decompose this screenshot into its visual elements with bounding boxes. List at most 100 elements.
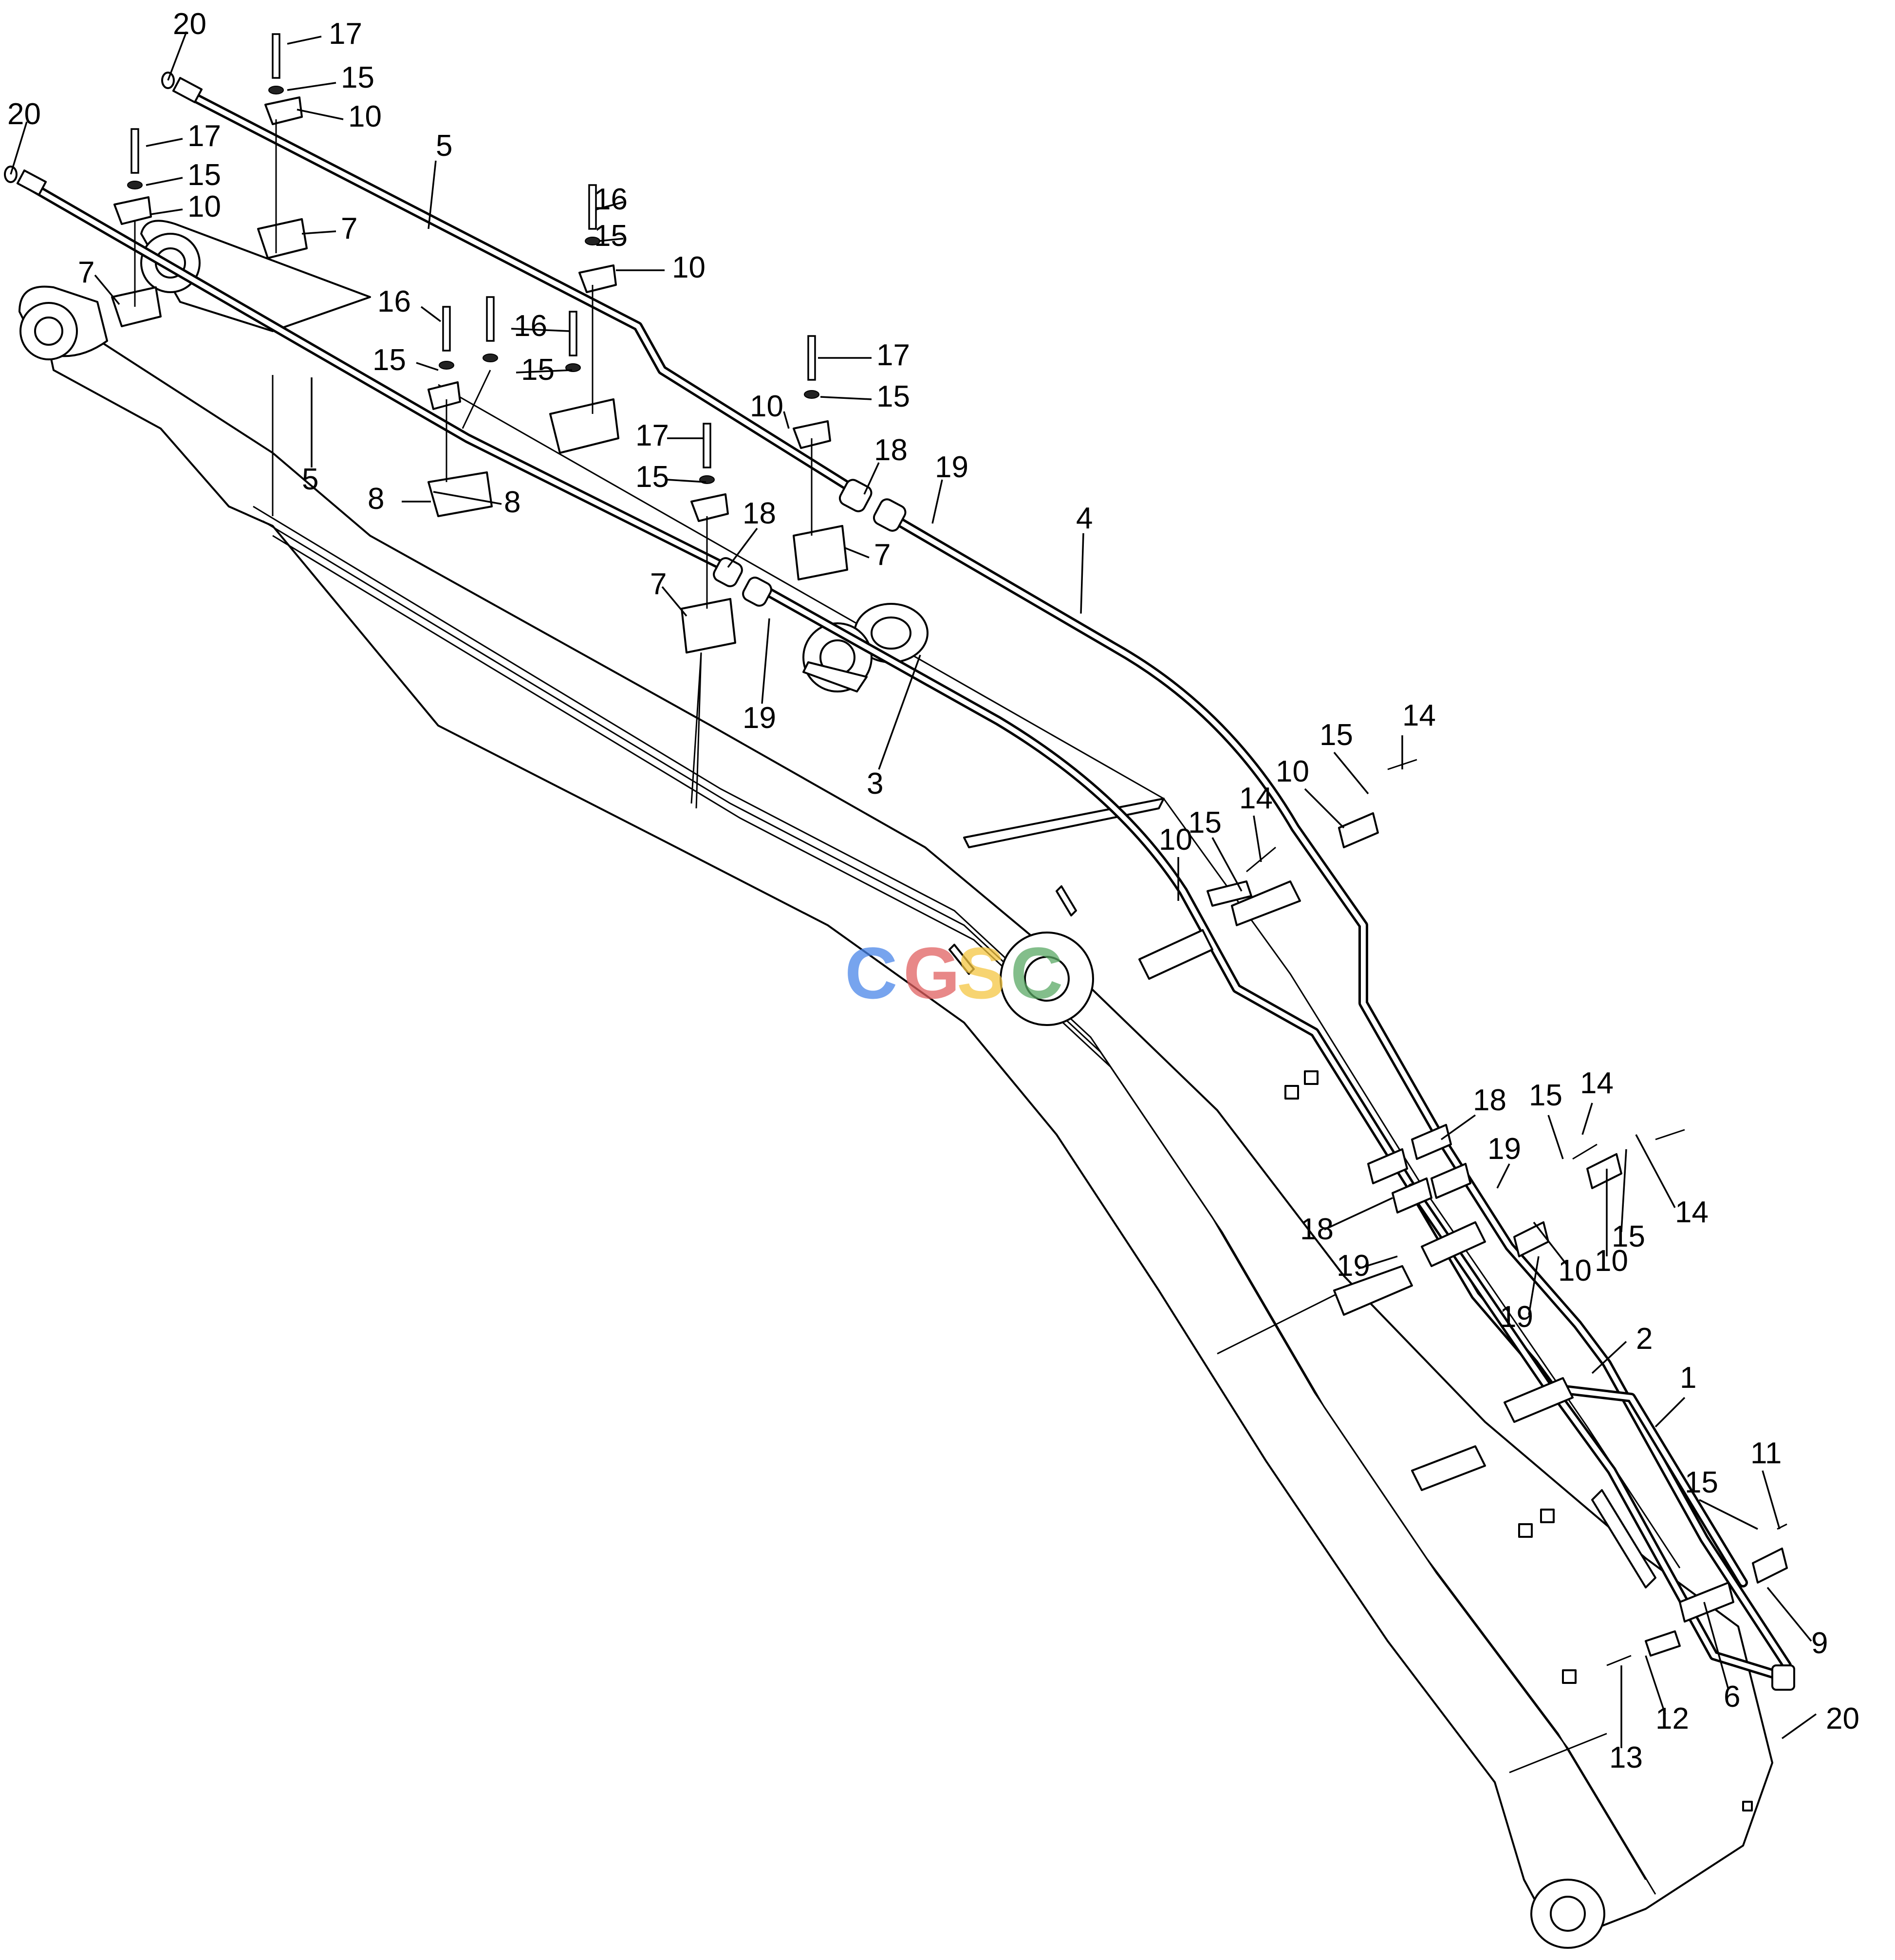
callout-leader-41	[1496, 1163, 1510, 1189]
part-callout-10: 10	[187, 190, 221, 224]
callout-leader-22	[667, 479, 706, 483]
part-callout-10: 10	[1558, 1254, 1592, 1288]
callout-leader-15	[516, 369, 573, 373]
part-callout-17: 17	[635, 419, 669, 452]
callout-leader-29	[727, 527, 758, 568]
callout-leader-14	[511, 328, 570, 332]
part-callout-3: 3	[867, 767, 883, 801]
callout-leader-48	[1533, 1221, 1569, 1267]
part-callout-7: 7	[874, 538, 891, 572]
callout-leader-13	[416, 362, 439, 371]
callout-leader-0	[167, 31, 187, 81]
part-callout-14: 14	[1580, 1066, 1614, 1100]
part-callout-15: 15	[635, 460, 669, 494]
boom-cylinder-boss	[1000, 932, 1094, 1026]
part-callout-14: 14	[1239, 782, 1273, 815]
callout-leader-28	[1080, 533, 1084, 614]
callout-leader-38	[1211, 837, 1243, 892]
callout-leader-26	[863, 462, 880, 495]
part-callout-15: 15	[341, 61, 374, 94]
part-callout-15: 15	[1612, 1220, 1645, 1253]
foot-pin-boss	[19, 285, 108, 360]
hose-coupling	[713, 479, 1795, 1691]
part-callout-16: 16	[594, 183, 628, 216]
pipes	[24, 88, 1792, 1680]
part-callout-15: 15	[1188, 806, 1222, 840]
part-callout-7: 7	[78, 256, 94, 289]
pipe-end-fitting	[4, 72, 203, 196]
part-callout-5: 5	[302, 463, 318, 496]
callout-leader-55	[1766, 1587, 1812, 1642]
weld-pads	[1284, 1070, 1753, 1811]
callout-leader-18	[596, 201, 624, 210]
boom-structure	[19, 220, 1773, 1949]
callout-leader-35	[1333, 751, 1369, 795]
cap-screws	[130, 33, 816, 468]
part-callout-10: 10	[1276, 755, 1309, 788]
clamp-cap	[113, 96, 831, 522]
part-callout-14: 14	[1402, 699, 1436, 732]
part-callout-11: 11	[1750, 1437, 1782, 1470]
part-callout-19: 19	[1487, 1132, 1521, 1166]
part-callout-10: 10	[1595, 1244, 1628, 1278]
callout-leader-50	[1528, 1256, 1540, 1315]
part-callout-14: 14	[1675, 1195, 1709, 1229]
clamp-block	[111, 218, 848, 653]
callout-leader-53	[1762, 1470, 1781, 1530]
part-callout-9: 9	[1811, 1626, 1828, 1660]
part-callout-19: 19	[1500, 1300, 1533, 1334]
callout-leader-8	[301, 230, 336, 235]
assembly-lines	[134, 119, 813, 804]
callout-leader-51	[1591, 1341, 1627, 1374]
watermark-letter-2: G	[903, 932, 960, 1014]
part-callout-18: 18	[874, 433, 908, 467]
part-callout-17: 17	[187, 119, 221, 153]
fittings	[4, 33, 1795, 1691]
part-callout-16: 16	[514, 309, 547, 343]
watermark-letter-1: C	[845, 932, 897, 1014]
callout-leader-46	[1635, 1134, 1676, 1208]
part-callout-16: 16	[377, 285, 411, 318]
callout-leader-58	[1703, 1602, 1729, 1690]
callout-leader-59	[1781, 1713, 1817, 1739]
washers	[127, 86, 819, 484]
part-callout-13: 13	[1609, 1741, 1643, 1774]
part-callout-15: 15	[1685, 1466, 1718, 1499]
callout-leader-52	[1654, 1397, 1686, 1428]
part-callout-20: 20	[1826, 1702, 1859, 1736]
part-callout-7: 7	[650, 567, 667, 601]
callout-leader-24	[820, 396, 872, 400]
part-callout-10: 10	[750, 390, 783, 423]
callout-leader-1	[287, 36, 322, 45]
part-callout-1: 1	[1680, 1361, 1696, 1395]
part-callout-19: 19	[935, 450, 968, 484]
callout-leader-36	[1304, 788, 1345, 829]
part-callout-19: 19	[743, 701, 776, 735]
callout-leader-16	[433, 491, 502, 505]
watermark-letter-4: C	[1010, 932, 1063, 1014]
part-callout-17: 17	[329, 17, 362, 51]
part-callout-15: 15	[521, 353, 555, 387]
callout-leader-47	[1620, 1149, 1627, 1232]
part-callout-18: 18	[1473, 1083, 1506, 1117]
callout-leader-42	[1547, 1115, 1564, 1159]
callout-leader-57	[1645, 1655, 1666, 1715]
callout-leader-44	[1324, 1197, 1393, 1231]
part-callout-19: 19	[1337, 1249, 1370, 1283]
callout-leader-12	[420, 306, 442, 322]
part-callout-15: 15	[372, 343, 406, 377]
lower-clamp-blocks	[1138, 812, 1788, 1657]
part-callout-4: 4	[1076, 502, 1093, 535]
part-callout-15: 15	[187, 158, 221, 192]
callout-leader-54	[1699, 1499, 1758, 1530]
callout-leader-5	[146, 138, 183, 147]
callout-leader-4	[10, 121, 28, 175]
callout-leader-31	[661, 586, 687, 617]
arm-pin-boss	[1530, 1879, 1605, 1949]
part-callout-12: 12	[1655, 1702, 1689, 1736]
part-callout-10: 10	[348, 100, 382, 133]
callout-leader-37	[1253, 815, 1262, 862]
callout-leader-40	[1440, 1114, 1476, 1140]
